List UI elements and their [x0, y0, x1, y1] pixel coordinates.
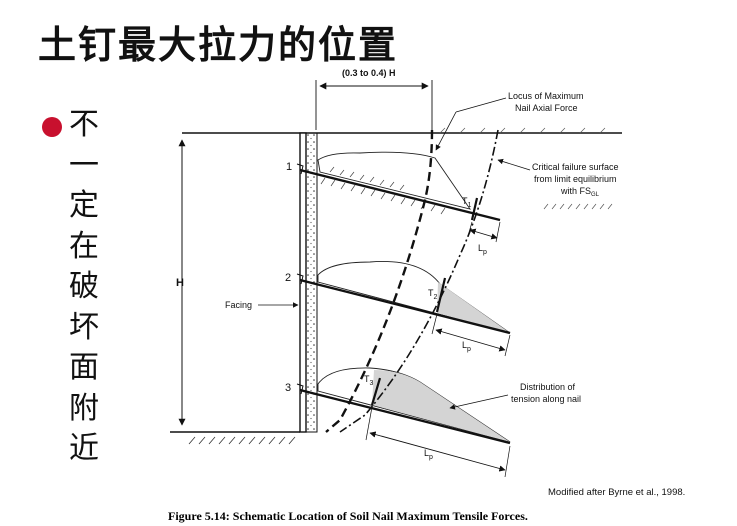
bullet-char: 定: [69, 188, 99, 223]
height-label: H: [176, 277, 184, 289]
nail-1-shear-hatch: [320, 166, 446, 215]
base-ground-hatch: [188, 436, 296, 445]
tension-label-1: T1: [462, 196, 472, 209]
critical-failure-surface: [339, 129, 499, 433]
bullet-char: 破: [69, 269, 99, 304]
figure-credit: Modified after Byrne et al., 1998.: [548, 487, 685, 498]
lp-dimension-3: [369, 431, 506, 472]
nail-number-3: 3: [285, 382, 291, 394]
slide-title: 土钉最大拉力的位置: [38, 23, 399, 67]
nail-head-2: [296, 273, 304, 285]
ground-surface-hatch: [439, 127, 606, 134]
bullet-dot-icon: [42, 117, 62, 137]
failure-label-line2: from limit equilibrium: [534, 174, 617, 184]
tension-shaded-2: [437, 282, 510, 333]
bullet-text-vertical: 不 一 定 在 破 坏 面 附 近: [66, 105, 102, 470]
soil-nail-1: [299, 168, 501, 222]
lp-label-3: Lp: [424, 448, 433, 461]
lp-ext-1a: [467, 221, 473, 237]
top-dimension-label: (0.3 to 0.4) H: [342, 68, 396, 78]
locus-leader-2: [435, 111, 457, 151]
failure-label-line3: with FSGL: [560, 186, 600, 198]
lp-ext-2a: [431, 313, 438, 335]
lp-dimension-2: [435, 328, 506, 352]
bullet-char: 面: [69, 350, 99, 385]
bullet-char: 坏: [69, 309, 99, 345]
failure-label-hatch: [543, 203, 613, 210]
nail-head-3: [296, 383, 304, 395]
tension-shaded-3: [372, 370, 510, 442]
figure-caption: Figure 5.14: Schematic Location of Soil …: [168, 509, 528, 523]
locus-label-line1: Locus of Maximum: [508, 91, 584, 101]
facing-label: Facing: [225, 300, 252, 310]
tension-tick-3: [370, 377, 382, 406]
failure-leader: [497, 158, 531, 171]
lp-dimension-1: [469, 228, 498, 240]
locus-label-line2: Nail Axial Force: [515, 103, 578, 113]
soil-nail-2: [299, 278, 511, 335]
lp-ext-3a: [365, 406, 373, 441]
locus-max-force-curve: [325, 129, 434, 433]
lp-label-2: Lp: [462, 340, 471, 353]
locus-leader: [455, 97, 507, 113]
bullet-char: 不: [69, 107, 99, 142]
tension-distribution-1: [317, 151, 472, 210]
lp-ext-1b: [495, 221, 501, 243]
lp-ext-3b: [504, 445, 511, 478]
tension-label-2: T2: [428, 288, 438, 301]
failure-label-line1: Critical failure surface: [532, 162, 619, 172]
distribution-label-line2: tension along nail: [511, 394, 581, 404]
bullet-char: 近: [69, 431, 99, 466]
distribution-leader: [449, 394, 509, 410]
nail-number-2: 2: [285, 272, 291, 284]
tension-tick-1: [470, 197, 479, 221]
tension-tick-2: [435, 277, 447, 313]
bullet-char: 在: [69, 228, 99, 264]
bullet-char: 附: [69, 390, 99, 426]
distribution-label-line1: Distribution of: [520, 382, 576, 392]
lp-label-1: Lp: [478, 243, 487, 256]
bullet-char: 一: [69, 147, 99, 183]
lp-ext-2b: [504, 334, 511, 357]
nail-number-1: 1: [286, 161, 292, 173]
tension-label-3: T3: [364, 374, 374, 387]
nail-head-1: [296, 163, 304, 175]
